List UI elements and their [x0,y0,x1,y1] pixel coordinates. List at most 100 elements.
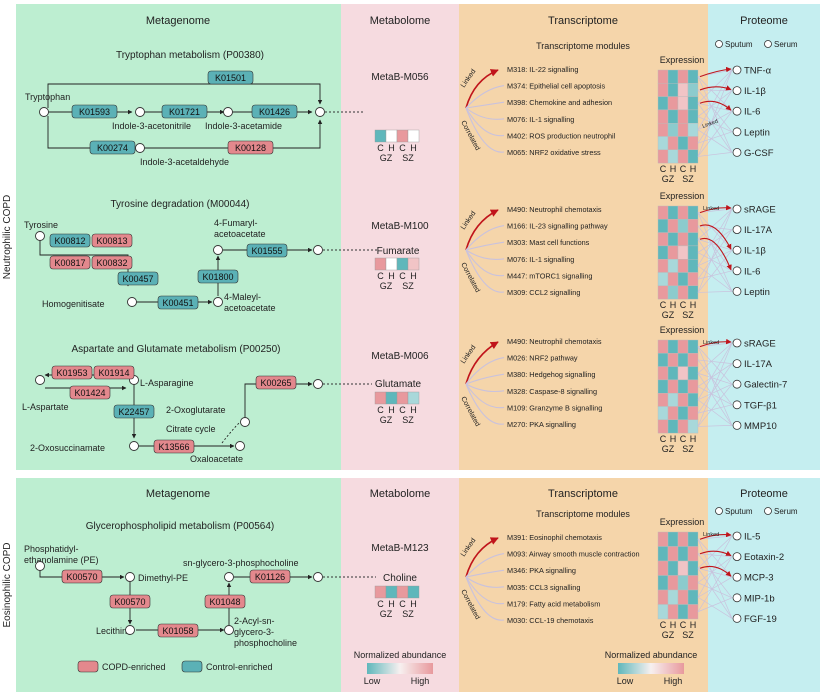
linked-arrow [465,537,499,578]
expression-heat-cell [657,406,669,421]
metabolome-heat-col-label: H [388,405,395,415]
expression-col-label: C [680,300,687,310]
sputum-icon [715,40,723,48]
compound-glycerophosphocholine: sn-glycero-3-phosphocholine [183,558,299,568]
expression-protein-line [697,229,733,280]
compound-pe-2: ethanolamine (PE) [24,555,99,565]
expression-heat-cell [687,285,699,300]
enzyme-k01555: K01555 [246,243,288,258]
expression-heat-cell [667,205,679,220]
expression-heat-cell [657,366,669,381]
metabolome-heat-cell [407,257,420,271]
correlation-line [465,383,505,425]
metabolome-heat-col-label: C [377,271,384,281]
expression-heat-cell [667,285,679,300]
sputum-icon-2 [715,507,723,515]
metabolome-heat-cell [374,257,387,271]
protein-node [732,286,742,296]
expression-heat-cell [677,219,689,233]
expression-heat-cell [657,531,669,547]
expression-heat-cell [687,419,699,434]
expression-heat-cell [657,232,669,247]
metabolome-heat-col-label: C [399,405,406,415]
expression-heat-cell [657,245,669,260]
metabolome-heat-col-label: C [399,143,406,153]
metabolome-heat-cell [385,585,398,599]
transcriptome-module: M030: CCL-19 chemotaxis [507,616,594,625]
transcriptome-module: M035: CCL3 signalling [507,583,580,592]
metabolite-module-2: MetaB-M100 [371,221,429,232]
correlation-line [465,85,505,109]
expression-heat-cell [657,69,669,84]
expression-protein-line [697,372,733,385]
linked-arrow [465,209,499,251]
header-transcriptome: Transcriptome [548,15,618,27]
svg-text:K01426: K01426 [259,107,290,117]
protein-label: IL-6 [744,107,760,118]
expression-heat-cell [657,205,669,220]
expression-heat-cell [657,149,669,164]
expression-protein-line [697,110,733,157]
correlation-line [465,576,505,621]
correlation-line [465,373,505,385]
expression-heat-cell [667,96,679,111]
expression-heat-cell [677,589,689,605]
expression-protein-line [697,69,733,157]
abundance-low: Low [364,676,381,686]
compound-oxosuccinamate: 2-Oxosuccinamate [30,443,105,453]
expression-heat-cell [657,259,669,273]
protein-label: IL-6 [744,266,760,277]
protein-node [732,204,742,214]
compound-indole-acetaldehyde: Indole-3-acetaldehyde [140,157,229,167]
protein-label: IL-1β [744,86,766,97]
expression-col-label: C [680,434,687,444]
expression-protein-line [697,535,733,569]
transcriptome-module: M065: NRF2 oxidative stress [507,148,601,157]
transcriptome-module: M490: Neutrophil chemotaxis [507,337,602,346]
metabolome-heat-cell [385,129,398,143]
control-legend-label: Control-enriched [206,662,273,672]
enzyme-k00813: K00813 [91,233,133,248]
expression-protein-line [697,556,733,612]
compound-lecithin: Lecithin [96,626,127,636]
enzyme-k01593: K01593 [71,104,118,119]
expression-col-label: H [690,620,697,630]
expression-col-label: C [660,164,667,174]
expression-protein-line [697,252,733,272]
expression-protein-line [697,116,733,133]
enzyme-k13566: K13566 [153,439,195,454]
correlation-line [465,107,505,120]
expression-heat-cell [667,406,679,421]
enzyme-k00570-a: K00570 [61,569,103,584]
enzyme-legend: COPD-enriched Control-enriched [77,660,273,673]
metabolite-2: Fumarate [377,246,420,257]
svg-text:K01424: K01424 [74,388,105,398]
protein-node [732,420,742,430]
protein-linked-arrow [699,338,732,348]
expression-heat-cell [687,109,699,124]
compound-oxaloacetate: Oxaloacetate [190,454,243,464]
expression-heat-cell [677,560,689,576]
expression-group-label: GZ [662,444,675,454]
expression-heat-cell [687,393,699,407]
expression-heat-cell [667,393,679,407]
correlation-line [465,383,505,393]
expression-heat-cell [677,604,689,620]
metabolome-heat-cell [396,391,409,405]
pathway-title-1: Tryptophan metabolism (P00380) [116,50,264,61]
pathway-glycerophospholipid: Glycerophospholipid metabolism (P00564) … [24,521,376,673]
expression-heat-cell [667,109,679,124]
expression-protein-line [697,208,733,267]
metabolite-module-3: MetaB-M006 [371,351,429,362]
linked-arrow [465,341,499,385]
expression-protein-line [697,553,733,599]
transcriptome-module: M076: IL-1 signalling [507,255,574,264]
protein-label: TGF-β1 [744,400,777,411]
compound-tyrosine: Tyrosine [24,220,58,230]
expression-heat-cell [687,406,699,421]
expression-heat-cell [667,353,679,367]
expression-heat-cell [677,96,689,111]
transcriptome-module: M303: Mast cell functions [507,238,590,247]
expression-protein-line [697,103,733,153]
